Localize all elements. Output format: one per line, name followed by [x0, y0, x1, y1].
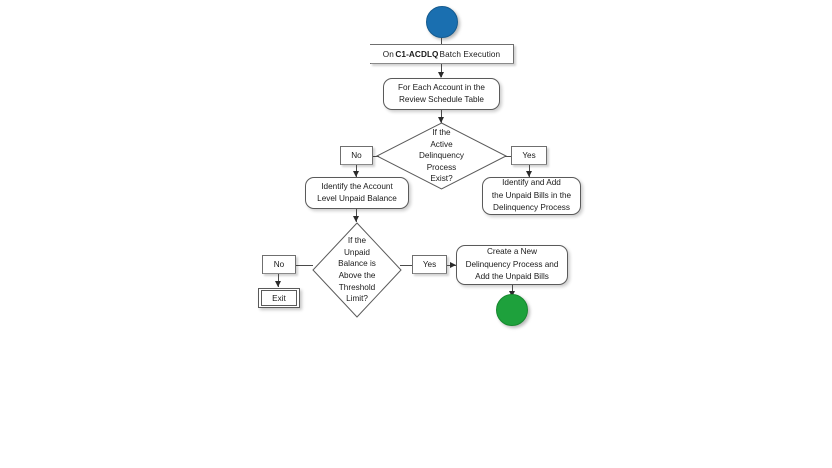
decision2-line-3: Balance is [338, 259, 376, 269]
for-each-account-node[interactable]: For Each Account in the Review Schedule … [383, 78, 500, 110]
decision1-line-1: If the [432, 128, 451, 138]
exit-terminator-node[interactable]: Exit [258, 288, 300, 308]
connector-event-to-loop [441, 64, 442, 77]
event-batch-code: C1-ACDLQ [395, 49, 439, 59]
create-new-delinquency-process-node[interactable]: Create a New Delinquency Process and Add… [456, 245, 568, 285]
identify-account-level-unpaid-balance-node[interactable]: Identify the Account Level Unpaid Balanc… [305, 177, 409, 209]
arrowhead-event-to-loop [438, 72, 444, 78]
decision2-line-5: Threshold [338, 282, 376, 292]
connector-decision2-no-horizontal [296, 265, 313, 266]
decision2-line-4: Above the [338, 271, 376, 280]
create-process-line-2: Delinquency Process and [465, 259, 559, 269]
event-banner-left-tail [371, 63, 514, 64]
connector-balance-to-decision2 [356, 209, 357, 222]
for-each-account-line-1: For Each Account in the [398, 82, 485, 92]
decision1-line-5: Exist? [430, 174, 453, 184]
event-prefix-text: On [382, 49, 394, 59]
decision2-line-1: If the [347, 236, 367, 246]
decision1-diamond-shape [375, 122, 508, 190]
connector-decision2-yes-tail [413, 273, 447, 274]
branch-label-decision2-yes-text: Yes [422, 260, 437, 269]
decision1-line-3: Delinquency [418, 151, 465, 161]
arrowhead-balance-to-decision2 [353, 216, 359, 222]
connector-decision1-no-tail [341, 164, 373, 165]
connector-decision1-yes-horizontal [505, 156, 511, 157]
connector-decision2-yes-horizontal [400, 265, 412, 266]
branch-label-decision1-yes-text: Yes [522, 151, 536, 160]
branch-label-decision2-no-text: No [273, 260, 285, 269]
branch-label-decision2-yes[interactable]: Yes [412, 255, 447, 274]
identify-add-bills-line-1: Identify and Add [502, 178, 561, 188]
branch-label-decision1-no[interactable]: No [340, 146, 373, 165]
arrowhead-decision1-no [353, 171, 359, 177]
event-banner-node[interactable]: On C1-ACDLQ Batch Execution [370, 44, 514, 64]
arrowhead-decision1-yes [526, 171, 532, 177]
decision-unpaid-balance-above-threshold-node[interactable]: If the Unpaid Balance is Above the Thres… [312, 222, 402, 318]
arrowhead-loop-to-decision1 [438, 117, 444, 123]
branch-label-decision2-no[interactable]: No [262, 255, 296, 274]
arrowhead-decision2-no [275, 281, 281, 287]
decision1-line-4: Process [426, 162, 457, 172]
connector-decision2-no-down [278, 274, 279, 287]
create-process-line-3: Add the Unpaid Bills [475, 272, 549, 282]
connector-decision1-no-horizontal [373, 156, 379, 157]
branch-label-decision1-yes[interactable]: Yes [511, 146, 547, 165]
connector-decision1-yes-tail [512, 164, 547, 165]
decision1-text: If the Active Delinquency Process Exist? [376, 127, 507, 185]
decision1-line-2: Active [430, 139, 453, 149]
decision2-diamond-shape [312, 222, 402, 318]
start-terminator-node[interactable] [426, 6, 458, 38]
identify-add-bills-line-3: Delinquency Process [493, 203, 570, 213]
decision-active-delinquency-exists-node[interactable]: If the Active Delinquency Process Exist? [375, 122, 508, 190]
identify-add-bills-line-2: the Unpaid Bills in the [491, 190, 572, 200]
connector-decision2-no-tail [263, 273, 296, 274]
branch-label-decision1-no-text: No [351, 151, 362, 160]
connector-start-to-event [441, 38, 442, 44]
for-each-account-line-2: Review Schedule Table [399, 95, 484, 104]
identify-balance-line-2: Level Unpaid Balance [317, 194, 397, 203]
event-suffix-text: Batch Execution [439, 49, 501, 59]
end-terminator-node[interactable] [496, 294, 528, 326]
exit-label: Exit [261, 290, 297, 306]
identify-and-add-unpaid-bills-node[interactable]: Identify and Add the Unpaid Bills in the… [482, 177, 581, 215]
arrowhead-decision2-yes [450, 262, 456, 268]
create-process-line-1: Create a New [486, 247, 538, 257]
identify-balance-line-1: Identify the Account [321, 181, 393, 191]
decision2-text: If the Unpaid Balance is Above the Thres… [312, 235, 402, 305]
decision2-line-2: Unpaid [344, 247, 370, 257]
decision2-line-6: Limit? [346, 294, 368, 304]
